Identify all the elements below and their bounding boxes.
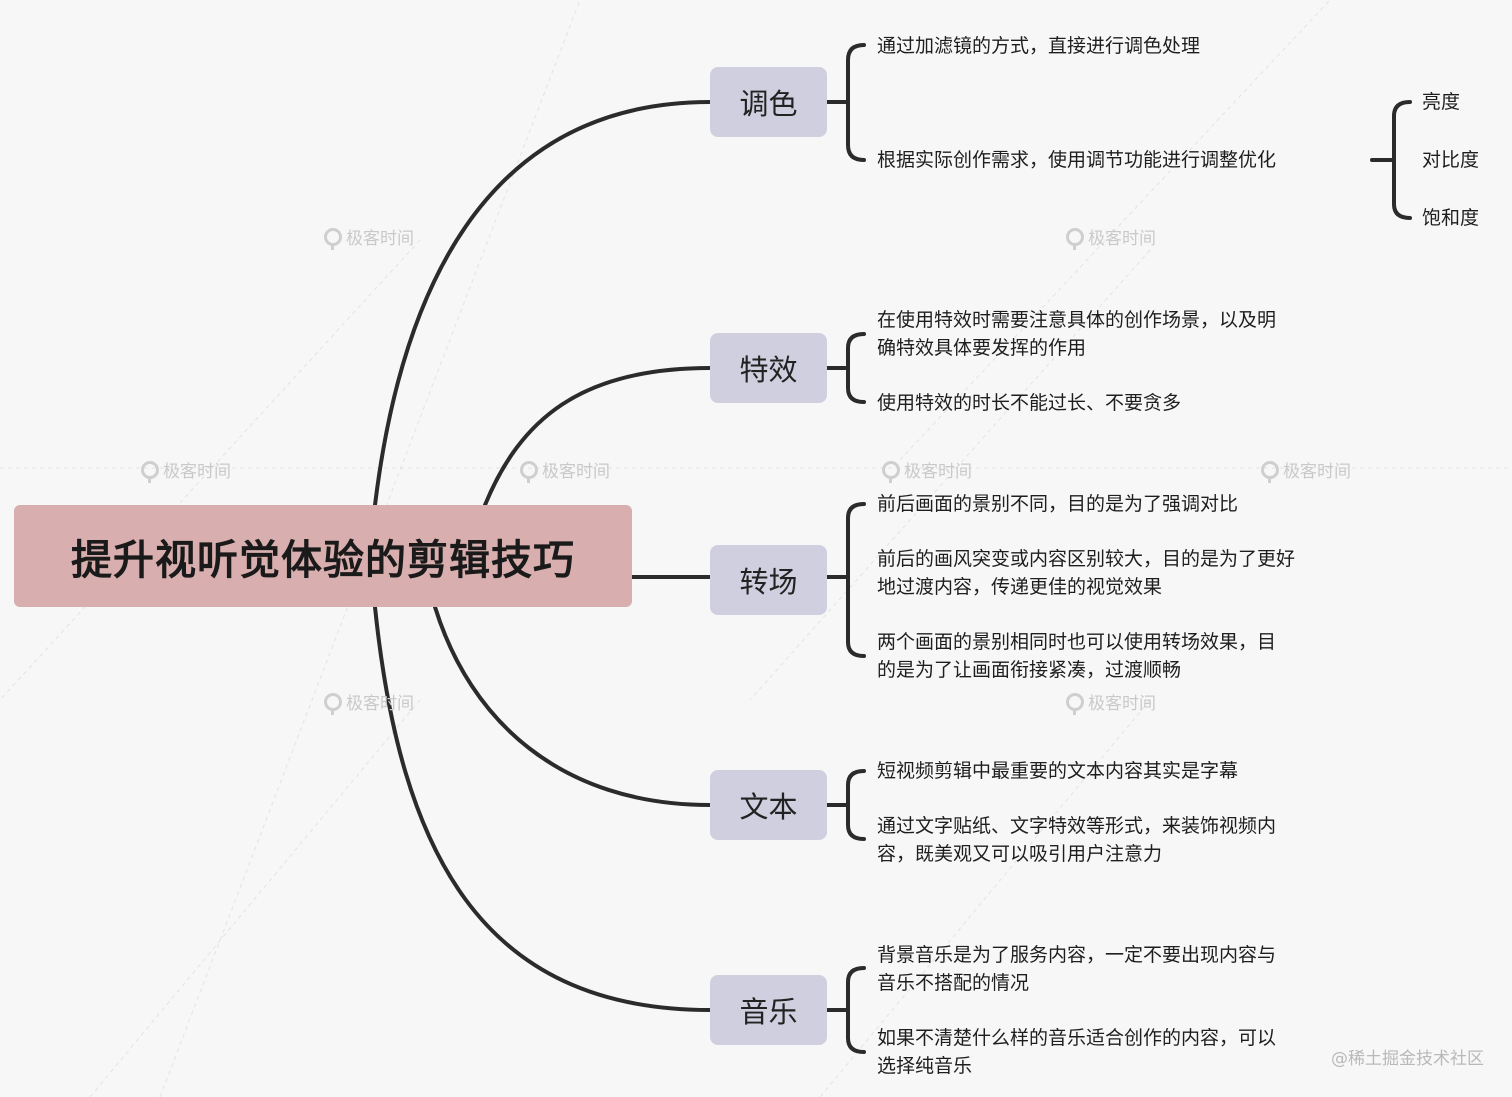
root-node: 提升视听觉体验的剪辑技巧 [14,505,632,607]
sub-leaf-text: 饱和度 [1422,207,1480,229]
leaf-line: 确特效具体要发挥的作用 [877,337,1087,359]
leaf-line: 如果不清楚什么样的音乐适合创作的内容，可以 [877,1027,1277,1049]
leaf-text: 如果不清楚什么样的音乐适合创作的内容，可以 选择纯音乐 [877,1024,1276,1080]
watermark: 极客时间 [141,457,231,483]
leaf-line: 通过文字贴纸、文字特效等形式，来装饰视频内 [877,815,1277,837]
branch-node-zhuanchang: 转场 [710,545,827,615]
watermark: 极客时间 [882,457,972,483]
leaf-line: 在使用特效时需要注意具体的创作场景，以及明 [877,309,1277,331]
branch-node-yinyue: 音乐 [710,975,827,1045]
edge-root-wenben [433,605,712,807]
watermark: 极客时间 [520,457,610,483]
watermark-logo-icon [324,692,342,715]
leaf-text: 短视频剪辑中最重要的文本内容其实是字幕 [877,760,1239,782]
edge-root-yinyue [373,605,712,1012]
watermark-logo-icon [324,227,342,250]
leaf-line: 音乐不搭配的情况 [877,972,1030,994]
branch-node-tiaose: 调色 [710,67,827,137]
leaf-text: 使用特效的时长不能过长、不要贪多 [877,392,1182,414]
watermark: 极客时间 [324,689,414,715]
watermark-logo-icon [1261,460,1279,483]
sub-leaf-text: 对比度 [1422,149,1480,171]
leaf-line: 地过渡内容，传递更佳的视觉效果 [877,576,1163,598]
leaf-text: 在使用特效时需要注意具体的创作场景，以及明 确特效具体要发挥的作用 [877,306,1276,362]
watermark-logo-icon [141,460,159,483]
branch-node-wenben: 文本 [710,770,827,840]
leaf-text: 背景音乐是为了服务内容，一定不要出现内容与 音乐不搭配的情况 [877,941,1276,997]
watermark: 极客时间 [1066,689,1156,715]
sub-leaf-text: 亮度 [1422,91,1461,113]
watermark-logo-icon [1066,692,1084,715]
watermark-logo-icon [1066,227,1084,250]
watermark: 极客时间 [324,224,414,250]
leaf-line: 两个画面的景别相同时也可以使用转场效果，目 [877,631,1277,653]
leaf-text: 前后的画风突变或内容区别较大，目的是为了更好 地过渡内容，传递更佳的视觉效果 [877,545,1295,601]
edge-root-texiao [483,366,712,507]
branch-node-texiao: 特效 [710,333,827,403]
leaf-line: 选择纯音乐 [877,1055,973,1077]
leaf-line: 容，既美观又可以吸引用户注意力 [877,843,1163,865]
leaf-text: 根据实际创作需求，使用调节功能进行调整优化 [877,149,1277,171]
watermark: 极客时间 [1261,457,1351,483]
watermark-logo-icon [882,460,900,483]
watermark-logo-icon [520,460,538,483]
watermark: 极客时间 [1066,224,1156,250]
leaf-line: 背景音乐是为了服务内容，一定不要出现内容与 [877,944,1277,966]
edge-root-tiaose [373,100,712,507]
source-credit: @稀土掘金技术社区 [1331,1049,1484,1069]
leaf-line: 的是为了让画面衔接紧凑，过渡顺畅 [877,659,1182,681]
leaf-line: 前后的画风突变或内容区别较大，目的是为了更好 [877,548,1296,570]
leaf-text: 通过加滤镜的方式，直接进行调色处理 [877,35,1201,57]
leaf-text: 两个画面的景别相同时也可以使用转场效果，目 的是为了让画面衔接紧凑，过渡顺畅 [877,628,1276,684]
leaf-text: 通过文字贴纸、文字特效等形式，来装饰视频内 容，既美观又可以吸引用户注意力 [877,812,1276,868]
leaf-text: 前后画面的景别不同，目的是为了强调对比 [877,493,1239,515]
